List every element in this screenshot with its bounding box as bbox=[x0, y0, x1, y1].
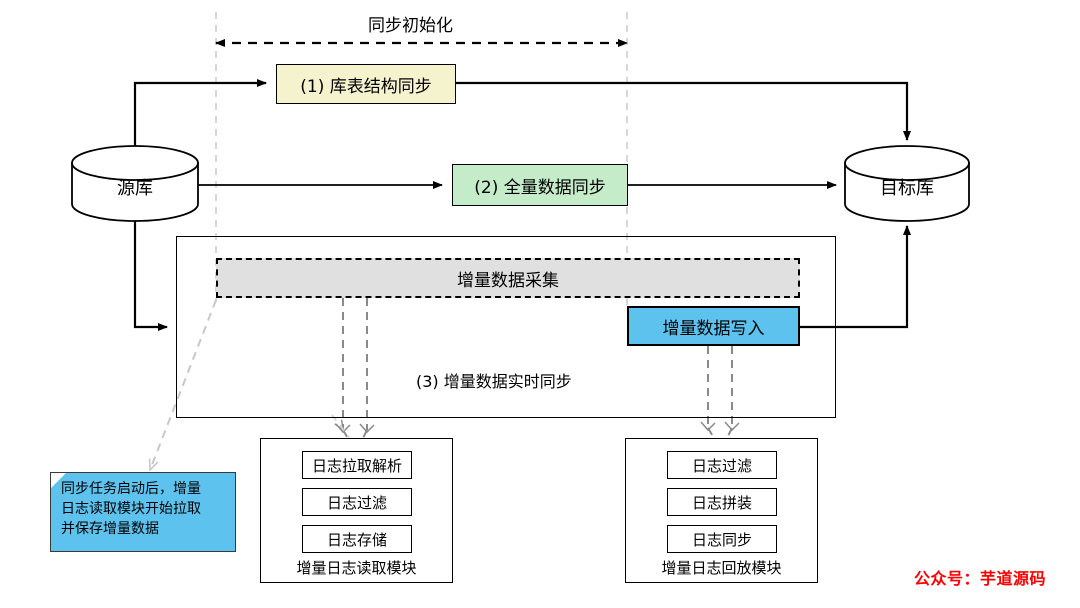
replay-item-2-label: 日志同步 bbox=[691, 530, 752, 549]
note-line-3: 并保存增量数据 bbox=[61, 520, 159, 537]
reader-item-0-label: 日志拉取解析 bbox=[311, 456, 402, 475]
sync-init-title: 同步初始化 bbox=[368, 16, 453, 36]
reader-item-2-label: 日志存储 bbox=[326, 530, 387, 549]
watermark-text: 公众号：芋道源码 bbox=[914, 569, 1047, 588]
note-box: 同步任务启动后，增量 日志读取模块开始拉取 并保存增量数据 bbox=[50, 472, 236, 552]
incremental-collect-box[interactable]: 增量数据采集 bbox=[216, 258, 800, 298]
reader-item-0[interactable]: 日志拉取解析 bbox=[302, 451, 412, 479]
guide-lines bbox=[215, 12, 628, 305]
source-db-shape bbox=[71, 145, 199, 222]
step3-label: (3) 增量数据实时同步 bbox=[416, 372, 572, 391]
edge-source-to-step3 bbox=[133, 221, 168, 331]
reader-item-1[interactable]: 日志过滤 bbox=[302, 488, 412, 516]
reader-module-box: 日志拉取解析 日志过滤 日志存储 增量日志读取模块 bbox=[260, 438, 453, 583]
step1-schema-sync-box[interactable]: (1) 库表结构同步 bbox=[276, 64, 456, 104]
replay-item-1[interactable]: 日志拼装 bbox=[667, 488, 777, 516]
edge-reader-arrowheads bbox=[335, 423, 375, 434]
step1-label: (1) 库表结构同步 bbox=[300, 76, 432, 97]
edge-source-to-step1 bbox=[133, 79, 267, 146]
source-db-label: 源库 bbox=[117, 178, 153, 199]
incremental-write-box[interactable]: 增量数据写入 bbox=[627, 306, 800, 346]
replay-module-box: 日志过滤 日志拼装 日志同步 增量日志回放模块 bbox=[625, 438, 818, 583]
target-db-shape bbox=[844, 145, 970, 222]
step3-container bbox=[176, 236, 836, 418]
note-line-2: 日志读取模块开始拉取 bbox=[61, 500, 201, 517]
incremental-write-label: 增量数据写入 bbox=[662, 318, 765, 339]
edge-collect-to-note bbox=[150, 299, 217, 470]
replay-item-0-label: 日志过滤 bbox=[691, 456, 752, 475]
reader-item-2[interactable]: 日志存储 bbox=[302, 525, 412, 553]
replay-item-0[interactable]: 日志过滤 bbox=[667, 451, 777, 479]
step2-full-data-sync-box[interactable]: (2) 全量数据同步 bbox=[452, 164, 628, 206]
reader-module-title: 增量日志读取模块 bbox=[296, 559, 417, 577]
incremental-collect-label: 增量数据采集 bbox=[457, 270, 559, 291]
edge-step1-to-target bbox=[455, 81, 911, 141]
target-db-label: 目标库 bbox=[880, 178, 934, 199]
guide-reader-drop bbox=[331, 414, 350, 438]
step2-label: (2) 全量数据同步 bbox=[474, 177, 606, 198]
note-line-1: 同步任务启动后，增量 bbox=[61, 481, 201, 497]
reader-item-1-label: 日志过滤 bbox=[326, 493, 387, 512]
replay-module-title: 增量日志回放模块 bbox=[661, 559, 782, 577]
replay-item-2[interactable]: 日志同步 bbox=[667, 525, 777, 553]
note-fold-corner-icon bbox=[51, 473, 66, 488]
replay-item-1-label: 日志拼装 bbox=[691, 493, 752, 512]
